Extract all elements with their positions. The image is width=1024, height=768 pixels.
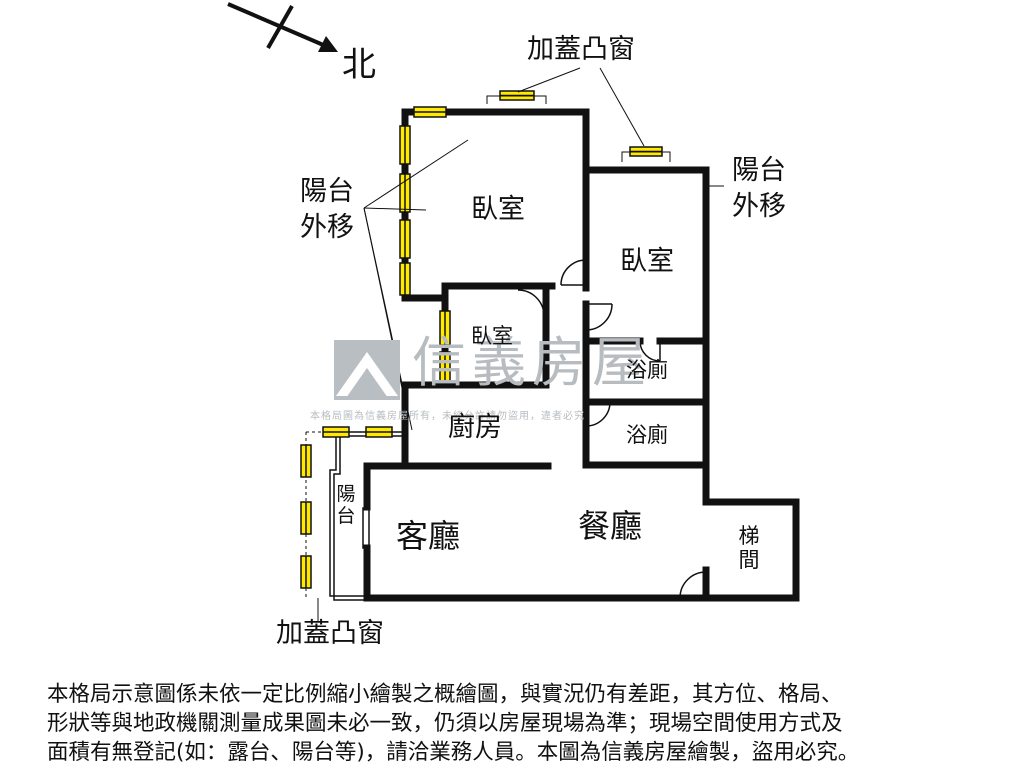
balcony-moved-label-right-line1: 陽台 xyxy=(732,155,786,186)
room-label-bedroom-right: 臥室 xyxy=(620,246,674,277)
room-label-kitchen: 廚房 xyxy=(448,412,502,443)
room-label-bathroom-upper: 浴廁 xyxy=(626,358,668,382)
room-label-living: 客廳 xyxy=(396,517,461,555)
disclaimer-line: 本格局示意圖係未依一定比例縮小繪製之概繪圖，與實況仍有差距，其方位、格局、 xyxy=(47,682,843,707)
watermark-brand: 信義房屋 xyxy=(412,331,652,394)
balcony-moved-label-left-line1: 陽台 xyxy=(300,176,354,207)
bay-window-label-top: 加蓋凸窗 xyxy=(527,34,635,65)
north-arrow-icon xyxy=(227,2,338,52)
watermark-notice: 本格局圖為信義房屋所有，未經允許請勿盜用，違者必究 xyxy=(310,411,585,422)
extension-lines xyxy=(305,431,405,598)
room-label-bedroom-top: 臥室 xyxy=(471,194,525,225)
room-label-bedroom-small: 臥室 xyxy=(471,324,513,348)
watermark-logo xyxy=(334,340,400,400)
doors xyxy=(362,259,707,599)
balcony-moved-label-right-line2: 外移 xyxy=(732,191,786,222)
bay-window-label-bottom: 加蓋凸窗 xyxy=(276,618,384,649)
room-label-bathroom-lower: 浴廁 xyxy=(626,423,668,447)
room-label-balcony: 陽台 xyxy=(336,483,356,527)
balcony-moved-label-left-line2: 外移 xyxy=(300,212,354,243)
room-label-stairwell: 梯間 xyxy=(738,524,760,573)
disclaimer-line: 形狀等與地政機關測量成果圖未必一致，仍須以房屋現場為準；現場空間使用方式及 xyxy=(47,711,843,736)
disclaimer-line: 面積有無登記(如：露台、陽台等)，請洽業務人員。本圖為信義房屋繪製，盜用必究。 xyxy=(47,740,860,765)
disclaimer: 本格局示意圖係未依一定比例縮小繪製之概繪圖，與實況仍有差距，其方位、格局、 形狀… xyxy=(47,680,987,767)
bay-window-frames xyxy=(486,95,671,162)
north-label: 北 xyxy=(342,45,376,85)
room-label-dining: 餐廳 xyxy=(578,507,643,545)
